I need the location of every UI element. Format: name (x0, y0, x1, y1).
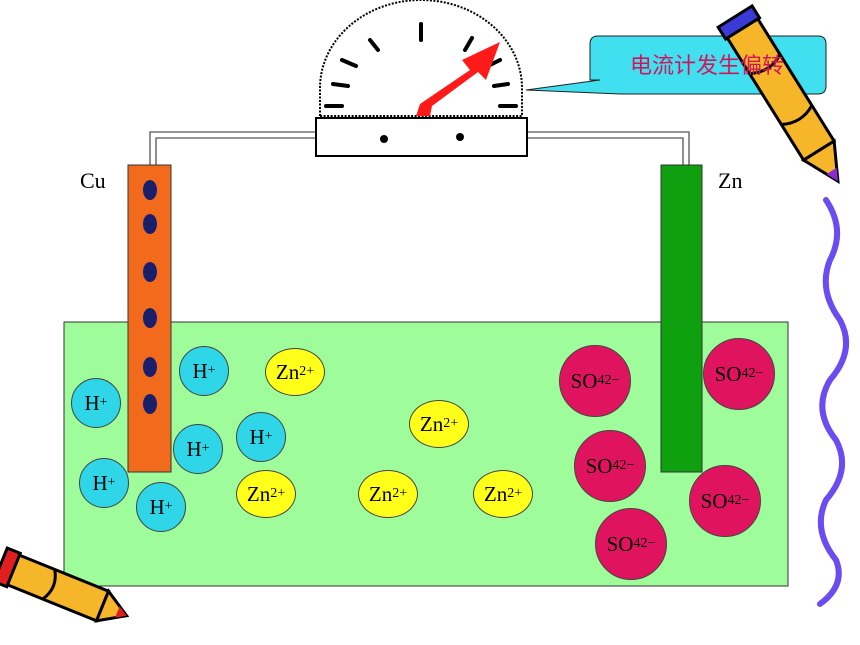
h-ion: H+ (136, 482, 186, 532)
callout-text: 电流计发生偏转 (629, 54, 784, 79)
ion-symbol: H (186, 436, 202, 461)
ion-symbol: SO (570, 368, 598, 393)
h-ion: H+ (179, 346, 229, 396)
copper-label: Cu (80, 168, 106, 193)
ion-symbol: H (192, 358, 208, 383)
ion-symbol: Zn (419, 411, 444, 436)
galvanometer-base (315, 117, 528, 157)
galvanometer (315, 0, 528, 157)
ion-symbol: H (249, 424, 265, 449)
ion-symbol: Zn (483, 481, 508, 506)
zinc-label: Zn (718, 168, 743, 193)
electrons (143, 180, 157, 414)
terminal-left (380, 135, 388, 143)
ion-symbol: SO (606, 531, 634, 556)
ion-symbol: H (84, 390, 100, 415)
ion-symbol: SO (585, 453, 613, 478)
crayon-icon (0, 546, 130, 623)
ion-symbol: Zn (246, 481, 271, 506)
zinc-electrode (660, 164, 703, 473)
ion-symbol: Zn (275, 359, 300, 384)
ion-symbol: H (149, 494, 165, 519)
crayon-icon (716, 3, 840, 184)
decorative-squiggle (817, 197, 849, 607)
ion-symbol: H (92, 470, 108, 495)
wire-right (526, 131, 690, 166)
ion-symbol: Zn (368, 481, 393, 506)
wire-left (149, 131, 318, 166)
galvanometer-dial (319, 0, 523, 117)
ion-symbol: SO (700, 488, 728, 513)
ion-symbol: SO (714, 361, 742, 386)
h-ion: H+ (173, 424, 223, 474)
h-ion: H+ (236, 412, 286, 462)
h-ion: H+ (71, 378, 121, 428)
galvanometer-needle (416, 42, 500, 116)
terminal-right (456, 133, 464, 141)
h-ion: H+ (79, 458, 129, 508)
